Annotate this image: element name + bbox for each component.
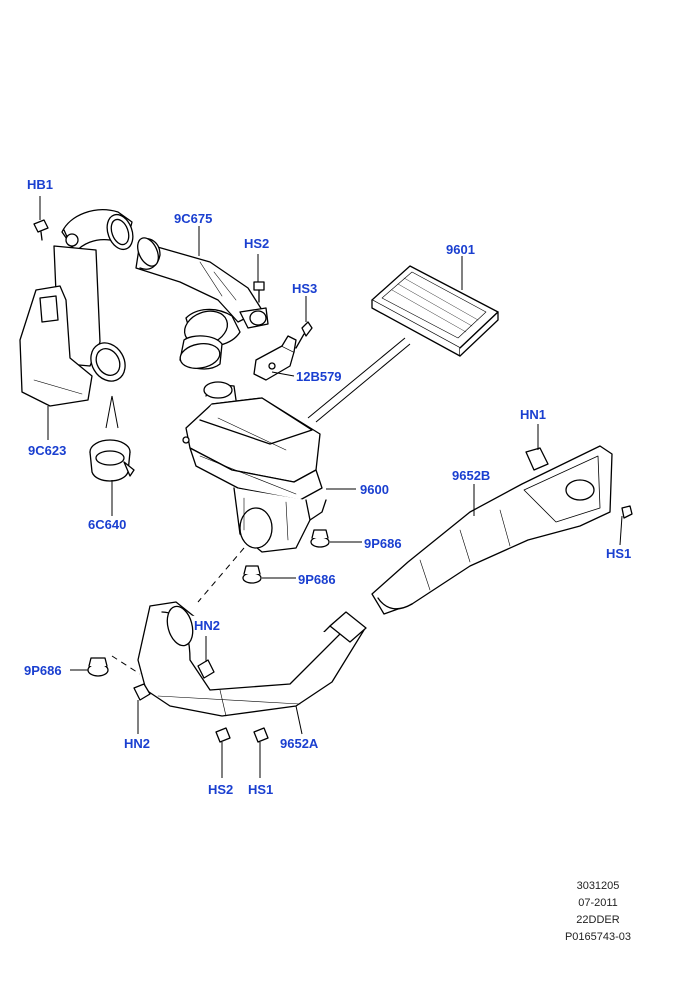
bolt-hs2-top <box>253 281 265 303</box>
screw-hs2-bottom <box>215 727 231 743</box>
drawing-date: 07-2011 <box>578 897 618 909</box>
intake-hose-9c675 <box>61 209 269 370</box>
mass-air-flow-sensor-12b579 <box>253 335 297 381</box>
label-hn1: HN1 <box>520 407 547 422</box>
screw-hs3 <box>295 321 313 349</box>
clamp-6c640 <box>89 439 135 482</box>
drawing-reference-block: 3031205 07-2011 22DDER P0165743-03 <box>548 878 648 946</box>
label-9652a: 9652A <box>280 736 319 751</box>
grommet-9p686-c <box>87 657 109 677</box>
clip-hn1 <box>525 447 549 471</box>
label-hn2-upper: HN2 <box>194 618 221 633</box>
label-hs1-right: HS1 <box>606 546 632 561</box>
air-duct-9652b <box>371 445 613 615</box>
air-duct-9652a <box>137 601 367 717</box>
drawing-code: 3031205 <box>576 880 620 892</box>
label-9601: 9601 <box>446 242 475 257</box>
label-12b579: 12B579 <box>296 369 342 384</box>
grommet-9p686-b <box>242 565 262 584</box>
label-hn2-lower: HN2 <box>124 736 151 751</box>
clip-hn2-upper <box>197 659 215 679</box>
label-hb1: HB1 <box>27 177 54 192</box>
bolt-hb1 <box>33 219 49 241</box>
label-9600: 9600 <box>360 482 389 497</box>
label-9c675: 9C675 <box>174 211 213 226</box>
assembly-dashed-lines <box>111 547 245 675</box>
label-9p686-b: 9P686 <box>298 572 336 587</box>
air-filter-9601 <box>371 265 499 357</box>
resonator-9c623 <box>19 245 126 407</box>
label-hs2-bottom: HS2 <box>208 782 234 797</box>
label-hs3: HS3 <box>292 281 318 296</box>
label-9p686-a: 9P686 <box>364 536 402 551</box>
screw-hs1-right <box>621 505 633 519</box>
label-9c623: 9C623 <box>28 443 67 458</box>
leader-lines <box>39 196 623 778</box>
label-9652b: 9652B <box>452 468 491 483</box>
air-cleaner-9600 <box>182 381 327 553</box>
label-hs1-bottom: HS1 <box>248 782 274 797</box>
drawing-model: 22DDER <box>576 914 620 926</box>
screw-hs1-bottom <box>253 727 269 743</box>
label-hs2-top: HS2 <box>244 236 270 251</box>
grommet-9p686-a <box>310 529 330 548</box>
clip-hn2-lower <box>133 683 151 701</box>
label-6c640: 6C640 <box>88 517 127 532</box>
label-9p686-c: 9P686 <box>24 663 62 678</box>
drawing-ref: P0165743-03 <box>564 931 632 943</box>
